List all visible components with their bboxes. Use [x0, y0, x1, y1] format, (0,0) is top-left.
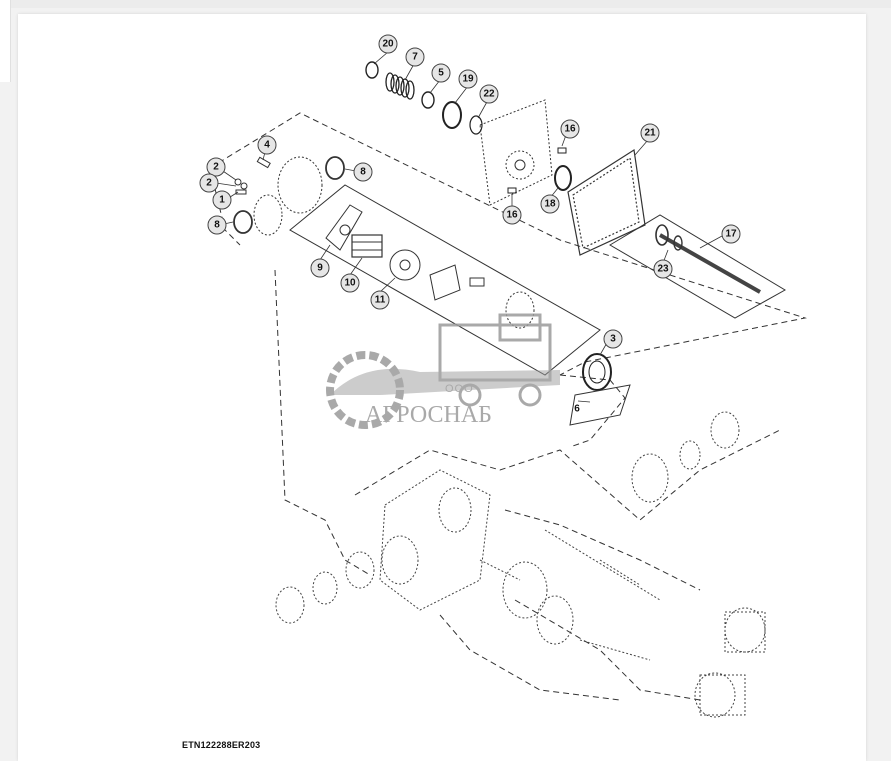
- callout-9: 9: [310, 258, 330, 278]
- upper-assembly-boundary: [209, 112, 807, 701]
- shaft-box-17: [609, 214, 786, 319]
- callout-21: 21: [640, 123, 660, 143]
- callout-17: 17: [721, 224, 741, 244]
- svg-text:20: 20: [382, 39, 394, 50]
- rotating-group-box: [289, 184, 601, 376]
- pin-16a: [557, 147, 567, 154]
- callout-18: 18: [540, 194, 560, 214]
- callout-20: 20: [378, 34, 398, 54]
- callout-2-lower: 2: [199, 173, 219, 193]
- callout-23: 23: [653, 259, 673, 279]
- svg-text:19: 19: [462, 74, 474, 85]
- svg-text:5: 5: [438, 68, 444, 79]
- svg-text:7: 7: [412, 52, 418, 63]
- drawing-code: ETN122288ER203: [182, 740, 261, 750]
- oring-22: [469, 115, 483, 135]
- pump-housing: [233, 156, 345, 236]
- svg-text:16: 16: [564, 124, 576, 135]
- callout-5: 5: [431, 63, 451, 83]
- callout-8-upper: 8: [353, 162, 373, 182]
- spring-7: [385, 72, 415, 100]
- callout-22: 22: [479, 84, 499, 104]
- callout-16-lower: 16: [502, 205, 522, 225]
- callout-3: 3: [603, 329, 623, 349]
- callout-19: 19: [458, 69, 478, 89]
- top-bar: [0, 0, 891, 8]
- svg-text:6: 6: [574, 404, 580, 415]
- callout-7: 7: [405, 47, 425, 67]
- watermark-name: АГРОСНАБ: [365, 402, 492, 428]
- svg-text:18: 18: [544, 199, 556, 210]
- svg-text:23: 23: [657, 264, 669, 275]
- pin-16b: [507, 187, 517, 194]
- lower-gearbox-assembly: [275, 411, 766, 718]
- watermark-prefix: ООО: [445, 383, 474, 395]
- svg-text:8: 8: [214, 220, 220, 231]
- plate-6: [569, 384, 631, 426]
- callout-1: 1: [212, 190, 232, 210]
- svg-text:9: 9: [317, 263, 323, 274]
- callout-4: 4: [257, 135, 277, 155]
- callout-16-top: 16: [560, 119, 580, 139]
- svg-text:8: 8: [360, 167, 366, 178]
- svg-text:3: 3: [610, 334, 616, 345]
- bearing-19: [442, 101, 462, 129]
- callout-10: 10: [340, 273, 360, 293]
- callout-6: 6: [574, 404, 580, 415]
- svg-text:1: 1: [219, 195, 225, 206]
- svg-text:16: 16: [506, 210, 518, 221]
- callout-2-upper: 2: [206, 157, 226, 177]
- cover-plate: [479, 99, 553, 206]
- seal-3: [582, 353, 612, 391]
- left-panel-edge: [0, 0, 11, 82]
- svg-text:4: 4: [264, 140, 270, 151]
- leader-lines: [215, 51, 723, 403]
- callout-11: 11: [370, 290, 390, 310]
- ring-5: [421, 91, 435, 109]
- callout-8-lower: 8: [207, 215, 227, 235]
- svg-text:2: 2: [206, 178, 212, 189]
- gasket-21: [567, 148, 646, 256]
- svg-text:2: 2: [213, 162, 219, 173]
- svg-text:10: 10: [344, 278, 356, 289]
- svg-text:17: 17: [725, 229, 737, 240]
- svg-text:11: 11: [375, 295, 386, 306]
- seal-18: [554, 165, 572, 191]
- watermark-logo: ООО АГРОСНАБ: [326, 313, 560, 429]
- svg-text:22: 22: [483, 89, 495, 100]
- svg-text:21: 21: [644, 128, 656, 139]
- ring-20: [365, 61, 379, 79]
